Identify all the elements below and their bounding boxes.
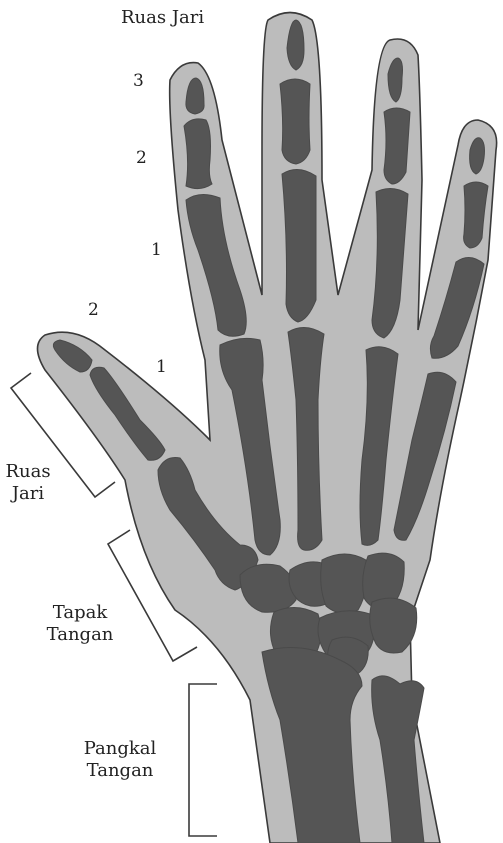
wrist-bracket (189, 684, 217, 836)
number-phalanx-2: 2 (136, 148, 147, 168)
carpal-3 (321, 554, 367, 613)
finger2-proximal (282, 169, 316, 322)
label-wrist-line1: Pangkal (80, 738, 160, 760)
label-top-phalanges: Ruas Jari (121, 7, 204, 29)
number-thumb-phalanx-2: 2 (88, 300, 99, 320)
label-palm: Tapak Tangan (42, 602, 118, 646)
finger3-middle (384, 108, 410, 184)
label-thumb-phalanges-line1: Ruas (3, 461, 53, 483)
number-thumb-phalanx-1: 1 (156, 357, 167, 377)
number-phalanx-1: 1 (151, 240, 162, 260)
label-palm-line2: Tangan (42, 624, 118, 646)
label-wrist: Pangkal Tangan (80, 738, 160, 782)
number-phalanx-3: 3 (133, 71, 144, 91)
label-palm-line1: Tapak (42, 602, 118, 624)
label-thumb-phalanges-line2: Jari (3, 483, 53, 505)
finger2-middle (280, 79, 310, 164)
finger1-middle (184, 119, 212, 189)
label-thumb-phalanges: Ruas Jari (3, 461, 53, 505)
label-wrist-line2: Tangan (80, 760, 160, 782)
